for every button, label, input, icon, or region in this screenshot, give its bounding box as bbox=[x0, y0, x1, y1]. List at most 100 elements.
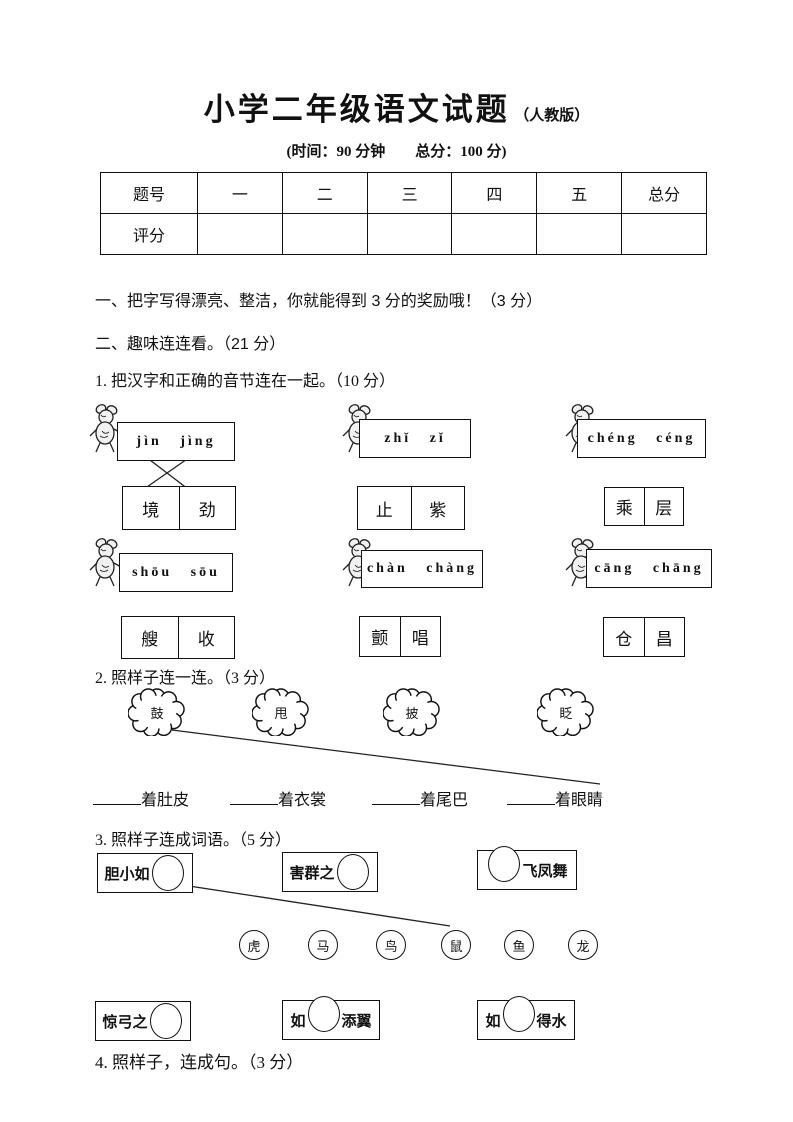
section-1-heading: 一、把字写得漂亮、整洁，你就能得到 3 分的奖励哦！（3 分） bbox=[95, 293, 543, 310]
animal-circle: 鱼 bbox=[504, 930, 534, 960]
cloud-bubble: 鼓 bbox=[128, 688, 186, 737]
fill-blank-phrase: 着肚皮 bbox=[93, 786, 189, 810]
exam-meta: (时间：90 分钟 总分：100 分) bbox=[286, 144, 507, 160]
idiom-text: 胆小如 bbox=[104, 865, 150, 883]
phrase-text: 着衣裳 bbox=[278, 792, 327, 809]
cloud-bubble: 甩 bbox=[252, 688, 310, 737]
phrase-text: 着尾巴 bbox=[420, 792, 469, 809]
character-cell: 收 bbox=[197, 630, 215, 649]
edition-text: （人教版） bbox=[514, 107, 590, 124]
answer-blank bbox=[93, 789, 141, 805]
score-table-score-row: 评分 bbox=[100, 213, 707, 255]
phrase-text: 着眼睛 bbox=[555, 792, 604, 809]
score-empty-cell bbox=[451, 213, 538, 255]
character-cell: 劲 bbox=[198, 500, 216, 520]
score-empty-cell bbox=[197, 213, 283, 255]
character-box: 颤 唱 bbox=[359, 616, 441, 657]
question-1-heading: 1. 把汉字和正确的音节连在一起。（10 分） bbox=[95, 373, 396, 390]
cloud-shape-icon bbox=[537, 688, 594, 737]
pinyin-box: chàn chàng bbox=[361, 550, 483, 588]
pinyin-box: zhǐ zǐ bbox=[359, 419, 471, 458]
pinyin-box: chéng céng bbox=[577, 419, 706, 458]
answer-circle bbox=[149, 1003, 182, 1039]
cloud-word: 眨 bbox=[559, 705, 573, 721]
score-header-cell: 三 bbox=[366, 172, 453, 214]
question-2-heading: 2. 照样子连一连。（3 分） bbox=[95, 670, 276, 687]
answer-circle bbox=[151, 855, 184, 891]
question-3-heading: 3. 照样子连成词语。（5 分） bbox=[95, 832, 292, 849]
pinyin-box: shōu sōu bbox=[119, 553, 233, 592]
page-title: 小学二年级语文试题 （人教版） bbox=[0, 84, 793, 129]
fill-blank-phrase: 着衣裳 bbox=[230, 786, 326, 810]
character-cell: 乘 bbox=[605, 488, 645, 525]
title-text: 小学二年级语文试题 bbox=[203, 92, 510, 127]
score-header-cell: 五 bbox=[536, 172, 623, 214]
score-table: 题号 一 二 三 四 五 总分 评分 bbox=[100, 172, 707, 255]
idiom-box: 胆小如 bbox=[97, 853, 193, 893]
character-box: 艘 收 bbox=[121, 616, 235, 659]
idiom-box: 惊弓之 bbox=[95, 1001, 191, 1041]
animal-circle: 虎 bbox=[239, 930, 269, 960]
phrase-text: 着肚皮 bbox=[141, 792, 190, 809]
idiom-text: 害群之 bbox=[289, 864, 335, 882]
score-header-cell: 二 bbox=[281, 172, 368, 214]
cloud-word: 鼓 bbox=[150, 705, 164, 721]
character-box: 止 紫 bbox=[357, 486, 465, 530]
mascot-icon bbox=[89, 404, 122, 453]
answer-blank bbox=[372, 789, 420, 805]
question-4-heading: 4. 照样子，连成句。（3 分） bbox=[95, 1053, 304, 1072]
mascot-icon bbox=[89, 538, 122, 587]
score-header-cell: 题号 bbox=[100, 172, 198, 214]
score-empty-cell bbox=[621, 213, 707, 255]
idiom-box: 飞凤舞 bbox=[477, 846, 577, 890]
character-box: 乘 层 bbox=[604, 487, 684, 526]
cloud-bubble: 披 bbox=[383, 688, 441, 737]
character-cell: 境 bbox=[123, 487, 180, 529]
character-cell: 艘 bbox=[122, 617, 179, 658]
answer-circle bbox=[336, 854, 369, 890]
animal-circle: 龙 bbox=[568, 930, 598, 960]
idiom-text: 惊弓之 bbox=[102, 1013, 148, 1031]
answer-circle bbox=[307, 996, 340, 1032]
score-empty-cell bbox=[366, 213, 453, 255]
character-box: 境 劲 bbox=[122, 486, 236, 530]
pinyin-box: cāng chāng bbox=[586, 549, 712, 588]
character-cell: 颤 bbox=[360, 617, 401, 656]
score-header-cell: 一 bbox=[197, 172, 283, 214]
pinyin-box: jìn jìng bbox=[117, 422, 235, 461]
character-box: 仓 昌 bbox=[603, 617, 685, 657]
animal-circle: 鸟 bbox=[376, 930, 406, 960]
idiom-text: 添翼 bbox=[341, 1012, 372, 1030]
cloud-bubble: 眨 bbox=[537, 688, 595, 737]
cloud-shape-icon bbox=[128, 688, 185, 737]
idiom-box: 如 得水 bbox=[477, 996, 575, 1040]
animal-circle: 鼠 bbox=[441, 930, 471, 960]
idiom-box: 如 添翼 bbox=[282, 996, 380, 1040]
animal-circle: 马 bbox=[308, 930, 338, 960]
answer-blank bbox=[230, 789, 278, 805]
character-cell: 层 bbox=[655, 499, 673, 518]
idiom-text: 如 bbox=[290, 1012, 306, 1030]
cloud-shape-icon bbox=[252, 688, 309, 737]
idiom-text: 飞凤舞 bbox=[522, 862, 568, 880]
character-cell: 昌 bbox=[655, 629, 673, 649]
cloud-shape-icon bbox=[383, 688, 440, 737]
score-table-header-row: 题号 一 二 三 四 五 总分 bbox=[100, 172, 707, 214]
character-cell: 仓 bbox=[604, 618, 645, 656]
character-cell: 止 bbox=[358, 487, 412, 529]
character-cell: 唱 bbox=[411, 629, 429, 648]
cloud-word: 甩 bbox=[274, 705, 288, 721]
score-empty-cell bbox=[281, 213, 368, 255]
fill-blank-phrase: 着眼睛 bbox=[507, 786, 603, 810]
cloud-word: 披 bbox=[405, 705, 419, 721]
score-header-cell: 总分 bbox=[621, 172, 707, 214]
idiom-text: 得水 bbox=[536, 1012, 567, 1030]
answer-circle bbox=[488, 846, 521, 882]
character-cell: 紫 bbox=[429, 500, 447, 520]
mascot-icon bbox=[565, 538, 598, 587]
idiom-box: 害群之 bbox=[282, 852, 378, 892]
score-header-cell: 四 bbox=[451, 172, 538, 214]
score-empty-cell bbox=[536, 213, 623, 255]
section-2-heading: 二、趣味连连看。（21 分） bbox=[95, 336, 286, 353]
